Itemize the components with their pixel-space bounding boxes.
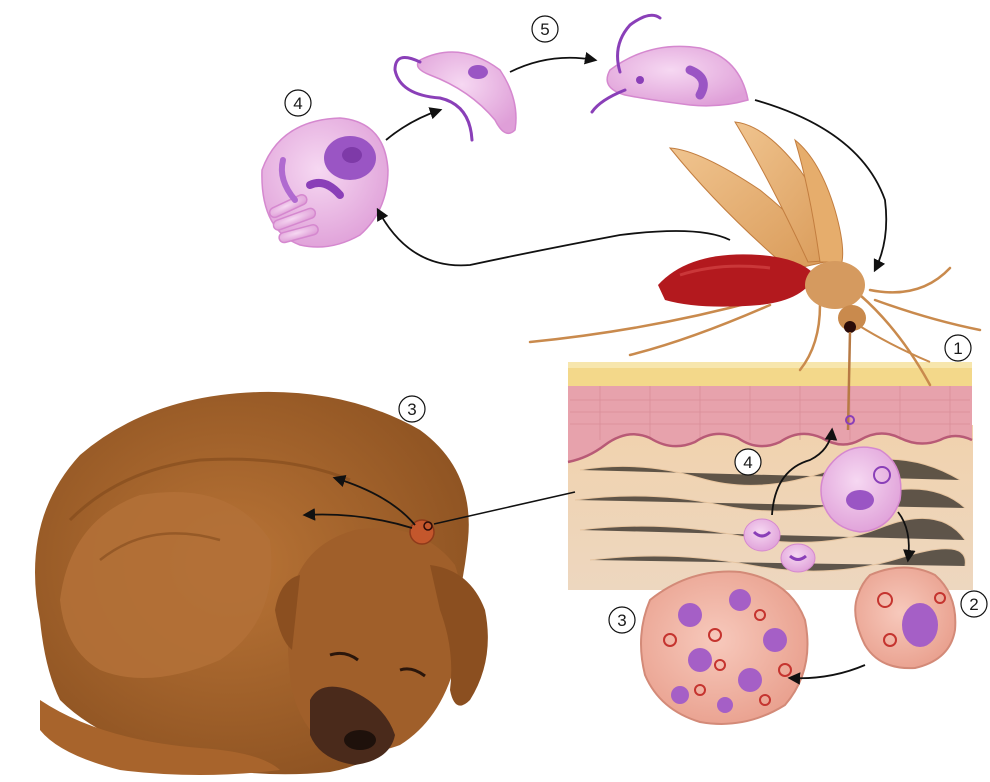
infected-macrophage-step-3 <box>641 572 808 724</box>
dog-nose <box>344 730 376 750</box>
amastigote-nucleolus <box>342 147 362 163</box>
metacyclic-kinetoplast <box>636 76 644 84</box>
amastigote-in-sandfly <box>262 118 388 247</box>
promastigote-elongated <box>395 52 516 140</box>
infected-cell-2-nucleus <box>902 603 938 647</box>
sandfly-abdomen-blood-meal <box>658 254 815 306</box>
amastigote-small-2 <box>781 544 815 572</box>
step-5-label: 5 <box>540 20 549 39</box>
step-4-skin-label: 4 <box>743 453 752 472</box>
sandfly-eye <box>844 321 856 333</box>
step-3-dog-marker: 3 <box>399 396 425 422</box>
step-3-tissue-label: 3 <box>617 611 626 630</box>
metacyclic-body <box>607 46 748 106</box>
step-2-label: 2 <box>969 595 978 614</box>
promastigote-nucleus <box>468 65 488 79</box>
arrow-sandfly-to-amastigote <box>378 210 730 265</box>
stratum-corneum-edge <box>568 362 972 368</box>
step-1-marker: 1 <box>945 335 971 361</box>
step-2-marker: 2 <box>961 591 987 617</box>
step-5-marker: 5 <box>532 16 558 42</box>
sandfly-thorax <box>805 261 865 309</box>
arrow-amastigote-to-promastigote <box>386 110 440 140</box>
metacyclic-flagellum-2 <box>592 90 625 112</box>
step-4-skin-marker: 4 <box>735 449 761 475</box>
step-3-dog-label: 3 <box>407 400 416 419</box>
step-3-tissue-marker: 3 <box>609 607 635 633</box>
step-4-gut-label: 4 <box>293 94 302 113</box>
amastigote-small-1 <box>744 519 780 551</box>
dog-host <box>35 392 488 775</box>
skin-cross-section <box>568 362 973 590</box>
infected-macrophage-step-2 <box>855 568 955 669</box>
macrophage-nucleus <box>846 490 874 510</box>
step-1-label: 1 <box>953 339 962 358</box>
step-4-gut-marker: 4 <box>285 90 311 116</box>
arrow-promastigote-to-metacyclic <box>510 58 595 72</box>
metacyclic-promastigote <box>592 15 748 112</box>
